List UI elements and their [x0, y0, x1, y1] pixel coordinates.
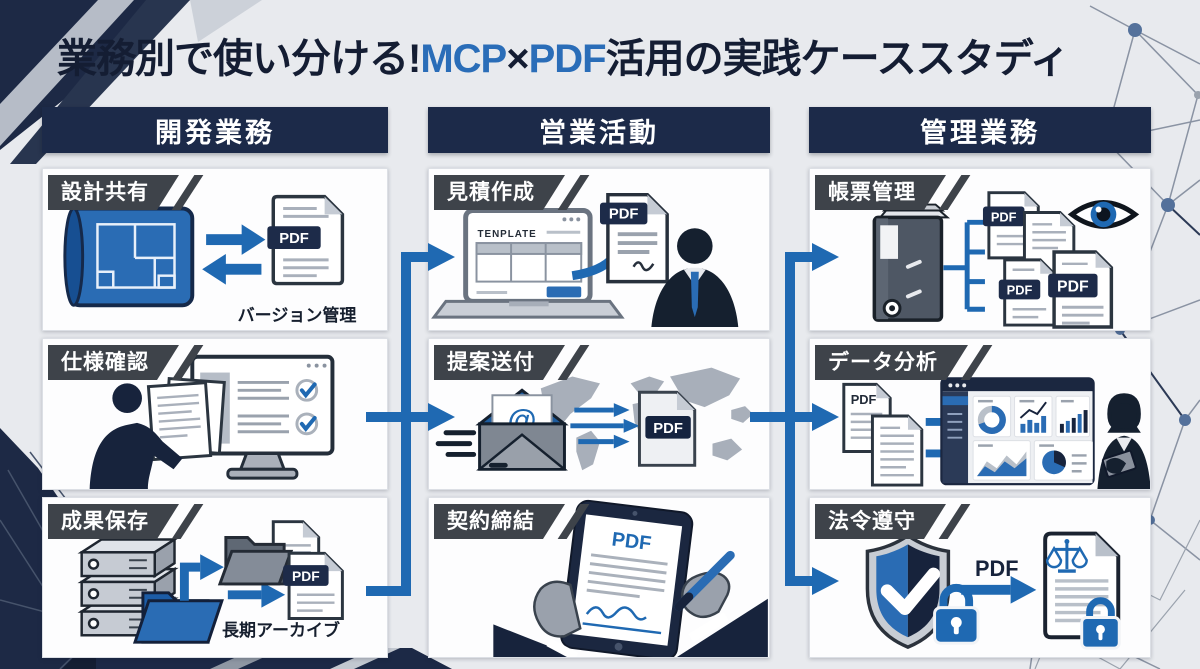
server-stack-icon: [77, 537, 179, 638]
page-title: 業務別で使い分ける!MCP×PDF活用の実践ケーススタディ: [57, 26, 1070, 84]
pdf-file-icon: PDF: [599, 192, 669, 284]
card-label: データ分析: [815, 345, 968, 380]
left-hand: [493, 580, 582, 657]
card-label: 見積作成: [434, 175, 565, 210]
bar-line-chart: [1014, 395, 1053, 438]
shield-check-icon: [865, 533, 951, 649]
card-design-sharing: PDF 設計共有 バージョン管理: [42, 168, 388, 331]
pdf-file-icon: PDF: [267, 194, 345, 286]
svg-text:PDF: PDF: [653, 421, 683, 437]
svg-text:TENPLATE: TENPLATE: [478, 229, 537, 240]
pdf-file-icon: PDF: [998, 258, 1056, 327]
card-quote-creation: TENPLATE PDF: [428, 168, 770, 331]
speed-lines: [435, 430, 508, 468]
title-pdf: PDF: [528, 37, 607, 81]
caption-version-control: バージョン管理: [237, 306, 357, 325]
pdf-file-icon: PDF: [283, 551, 344, 620]
card-spec-check: 仕様確認: [42, 338, 388, 490]
card-label: 設計共有: [48, 175, 179, 210]
column-header-sales: 営業活動: [428, 107, 770, 153]
pdf-file-icon: PDF: [1048, 250, 1114, 329]
title-mcp: MCP: [420, 37, 507, 81]
svg-text:PDF: PDF: [1057, 278, 1089, 295]
card-label: 契約締結: [434, 504, 565, 539]
bar-chart: [1055, 395, 1091, 438]
area-chart: [972, 440, 1031, 481]
card-contract-sign: PDF 契約締結: [428, 497, 770, 658]
right-hand-with-pen: [674, 550, 768, 657]
blueprint-icon: [63, 206, 195, 308]
card-label: 法令遵守: [815, 504, 946, 539]
svg-text:PDF: PDF: [292, 568, 320, 584]
card-label: 成果保存: [48, 504, 179, 539]
check-icon: [295, 378, 319, 402]
svg-text:PDF: PDF: [609, 206, 639, 222]
svg-text:PDF: PDF: [1007, 282, 1033, 297]
check-icon: [295, 412, 319, 436]
title-part1: 業務別で使い分ける!: [57, 37, 421, 81]
envelope-icon: @: [475, 388, 569, 471]
eye-icon: [1067, 200, 1140, 229]
folder-blue-icon: [132, 591, 224, 644]
card-label: 帳票管理: [815, 175, 946, 210]
padlock-icon: [1080, 597, 1121, 650]
card-report-management: PDF PDF PDF: [809, 168, 1151, 331]
tablet-icon: PDF: [560, 499, 694, 657]
document-icon: [870, 414, 924, 487]
card-label: 仕様確認: [48, 345, 179, 380]
businessman-icon: [651, 228, 739, 328]
bracket-lines: [943, 219, 985, 312]
svg-text:PDF: PDF: [611, 528, 653, 555]
title-part2: 活用の実践ケーススタディ: [605, 37, 1070, 81]
caption-long-term-archive: 長期アーカイブ: [222, 621, 340, 640]
pie-chart: [1033, 440, 1093, 481]
person-icon: [89, 383, 183, 489]
card-compliance: PDF: [809, 497, 1151, 658]
arrow-right-icon: [227, 581, 286, 608]
document-icon: [146, 377, 226, 462]
folder-gray-icon: [217, 536, 294, 586]
arrow-right-icon: [961, 576, 1037, 604]
title-times: ×: [506, 37, 529, 81]
analyst-icon: [1097, 393, 1150, 489]
column-header-management: 管理業務: [809, 107, 1151, 153]
column-header-development: 開発業務: [42, 107, 388, 153]
card-proposal-send: @ PDF 提案送付: [428, 338, 770, 490]
sync-arrows-icon: [202, 224, 266, 285]
card-result-archive: PDF 成果保存 長期アーカイブ: [42, 497, 388, 658]
send-arrows-icon: [570, 403, 640, 449]
padlock-icon: [933, 583, 980, 645]
donut-chart: [972, 395, 1012, 438]
scales-icon: [1045, 538, 1088, 573]
svg-text:PDF: PDF: [991, 209, 1017, 224]
svg-text:PDF: PDF: [851, 392, 877, 407]
elbow-arrow-icon: [179, 554, 224, 601]
svg-text:PDF: PDF: [279, 231, 309, 247]
card-data-analysis: PDF: [809, 338, 1151, 490]
pdf-file-icon: PDF: [637, 390, 697, 467]
card-label: 提案送付: [434, 345, 565, 380]
laptop-icon: TENPLATE: [431, 208, 625, 319]
dashboard-icon: [940, 377, 1095, 486]
binder-icon: [872, 203, 951, 322]
